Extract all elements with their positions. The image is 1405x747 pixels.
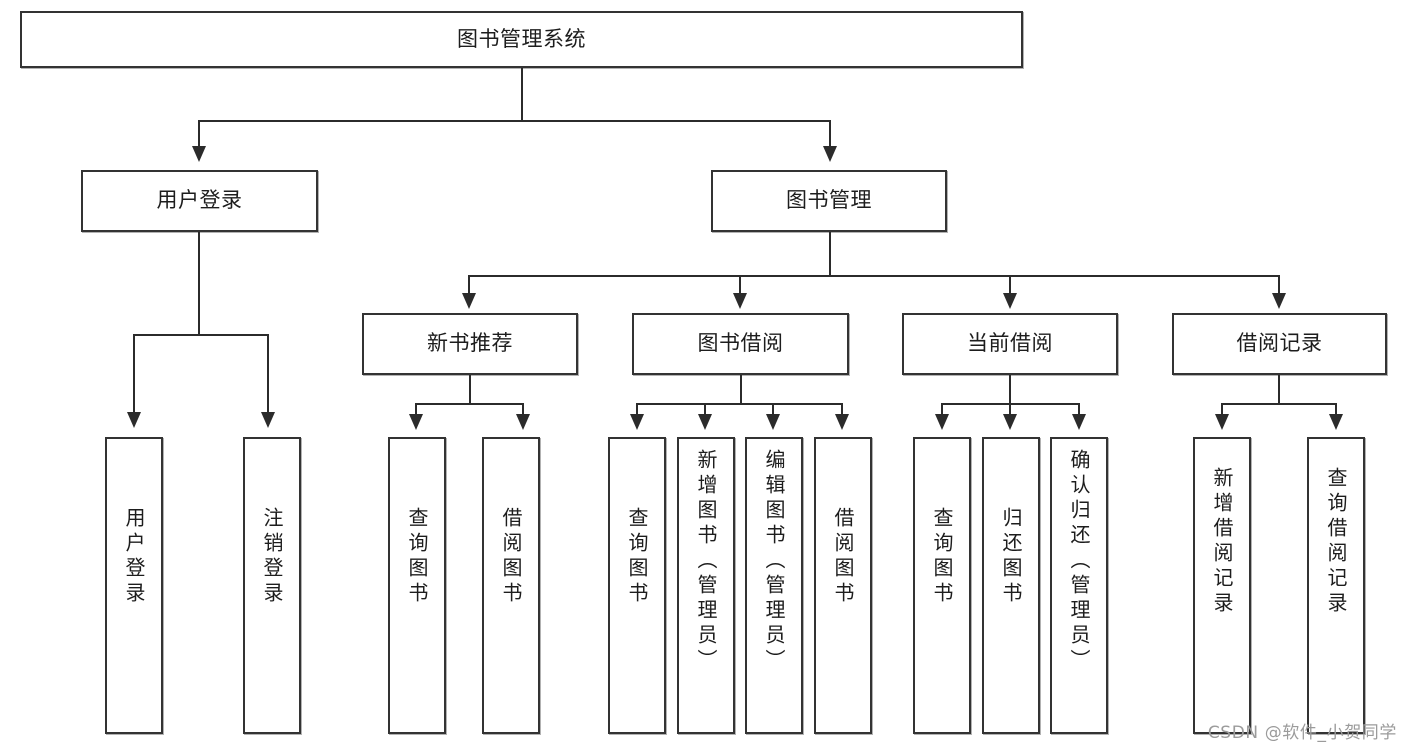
csdn-watermark: CSDN @软件_小贺同学 [1207,723,1397,743]
connector-current-borrow-to-leaf-2 [1009,403,1011,417]
connector-book-mgmt-to-current-borrow [1009,275,1011,296]
arrowhead-new-book-to-leaf-1 [409,414,423,430]
connector-user-login-bus [133,334,268,336]
leaf-new-book-query-book[interactable]: 查询图书 [388,437,446,734]
leaf-label: 注销登录 [260,507,284,607]
connector-new-book-stem [469,375,471,404]
connector-book-mgmt-stem [829,232,831,276]
node-user-login[interactable]: 用户登录 [81,170,318,232]
node-book-management[interactable]: 图书管理 [711,170,947,232]
node-root-label: 图书管理系统 [457,26,586,51]
connector-borrow-record-to-leaf-1 [1221,403,1223,417]
node-book-management-label: 图书管理 [786,188,872,213]
leaf-label: 用户登录 [122,507,146,607]
arrowhead-book-mgmt-to-borrow-record [1272,293,1286,309]
leaf-new-book-borrow-book[interactable]: 借阅图书 [482,437,540,734]
leaf-book-borrow-query-book[interactable]: 查询图书 [608,437,666,734]
connector-user-login-stem [198,232,200,335]
connector-current-borrow-to-leaf-3 [1078,403,1080,417]
connector-book-borrow-stem [740,375,742,404]
leaf-label: 查询图书 [930,507,954,607]
leaf-current-borrow-query-book[interactable]: 查询图书 [913,437,971,734]
connector-book-borrow-to-leaf-1 [636,403,638,417]
connector-root-to-user-login [198,120,200,148]
leaf-label: 新增图书（管理员） [694,449,718,674]
connector-borrow-record-stem [1278,375,1280,404]
arrowhead-book-borrow-to-leaf-3 [766,414,780,430]
connector-root-bus [198,120,831,122]
arrowhead-book-borrow-to-leaf-2 [698,414,712,430]
connector-book-borrow-to-leaf-2 [704,403,706,417]
node-new-book-recommend-label: 新书推荐 [427,331,513,356]
connector-new-book-to-leaf-2 [522,403,524,417]
arrowhead-current-borrow-to-leaf-2 [1003,414,1017,430]
arrowhead-user-login-to-leaf-1 [127,412,141,428]
arrowhead-book-mgmt-to-new-book [462,293,476,309]
leaf-book-borrow-edit-book-admin[interactable]: 编辑图书（管理员） [745,437,803,734]
arrowhead-current-borrow-to-leaf-1 [935,414,949,430]
connector-root-to-book-mgmt [829,120,831,148]
arrowhead-book-borrow-to-leaf-1 [630,414,644,430]
leaf-label: 归还图书 [999,507,1023,607]
leaf-current-borrow-return-book[interactable]: 归还图书 [982,437,1040,734]
leaf-label: 新增借阅记录 [1210,467,1234,617]
leaf-label: 查询图书 [625,507,649,607]
leaf-label: 确认归还（管理员） [1067,449,1091,674]
arrowhead-new-book-to-leaf-2 [516,414,530,430]
arrowhead-borrow-record-to-leaf-1 [1215,414,1229,430]
node-current-borrow-label: 当前借阅 [967,331,1053,356]
connector-book-borrow-to-leaf-3 [772,403,774,417]
node-book-borrow-label: 图书借阅 [697,331,784,356]
connector-borrow-record-bus [1221,403,1336,405]
node-book-borrow[interactable]: 图书借阅 [632,313,849,375]
arrowhead-root-to-user-login [192,146,206,162]
node-root[interactable]: 图书管理系统 [20,11,1023,68]
connector-book-borrow-to-leaf-4 [841,403,843,417]
connector-book-mgmt-to-new-book [468,275,470,296]
leaf-book-borrow-add-book-admin[interactable]: 新增图书（管理员） [677,437,735,734]
connector-book-mgmt-to-borrow-record [1278,275,1280,296]
connector-borrow-record-to-leaf-2 [1335,403,1337,417]
connector-current-borrow-stem [1009,375,1011,404]
arrowhead-root-to-book-mgmt [823,146,837,162]
connector-user-login-to-leaf-1 [133,334,135,414]
connector-user-login-to-leaf-2 [267,334,269,414]
node-current-borrow[interactable]: 当前借阅 [902,313,1118,375]
leaf-label: 借阅图书 [831,507,855,607]
connector-current-borrow-to-leaf-1 [941,403,943,417]
connector-new-book-bus [415,403,523,405]
leaf-label: 查询借阅记录 [1324,467,1348,617]
connector-new-book-to-leaf-1 [415,403,417,417]
arrowhead-book-borrow-to-leaf-4 [835,414,849,430]
connector-book-borrow-bus [636,403,843,405]
node-borrow-record-label: 借阅记录 [1236,331,1323,356]
leaf-borrow-record-query-record[interactable]: 查询借阅记录 [1307,437,1365,734]
node-user-login-label: 用户登录 [156,188,243,213]
leaf-label: 编辑图书（管理员） [762,449,786,674]
leaf-borrow-record-add-record[interactable]: 新增借阅记录 [1193,437,1251,734]
leaf-label: 借阅图书 [499,507,523,607]
node-new-book-recommend[interactable]: 新书推荐 [362,313,578,375]
leaf-current-borrow-confirm-return-admin[interactable]: 确认归还（管理员） [1050,437,1108,734]
arrowhead-book-mgmt-to-current-borrow [1003,293,1017,309]
arrowhead-user-login-to-leaf-2 [261,412,275,428]
connector-root-stem [521,68,523,121]
leaf-book-borrow-borrow-book[interactable]: 借阅图书 [814,437,872,734]
connector-book-mgmt-bus [468,275,1279,277]
arrowhead-current-borrow-to-leaf-3 [1072,414,1086,430]
arrowhead-book-mgmt-to-book-borrow [733,293,747,309]
node-borrow-record[interactable]: 借阅记录 [1172,313,1387,375]
leaf-label: 查询图书 [405,507,429,607]
arrowhead-borrow-record-to-leaf-2 [1329,414,1343,430]
connector-book-mgmt-to-book-borrow [739,275,741,296]
leaf-user-login-logout[interactable]: 注销登录 [243,437,301,734]
leaf-user-login-login[interactable]: 用户登录 [105,437,163,734]
